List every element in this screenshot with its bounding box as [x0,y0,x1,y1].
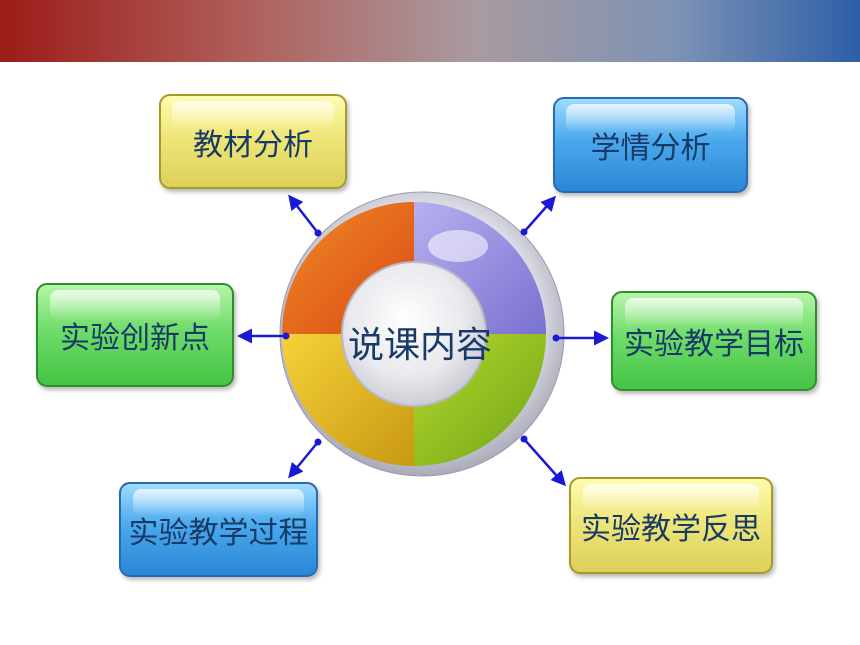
node-xueqing[interactable]: 学情分析 [553,97,748,193]
arrow-dot [552,334,560,342]
node-label: 实验教学目标 [624,327,804,362]
arrow-dot [314,438,322,446]
node-label: 实验教学过程 [128,515,309,551]
node-label: 实验教学反思 [581,511,761,547]
arrow-dot [282,332,290,340]
center-label: 说课内容 [347,325,492,366]
arrow-dot [314,229,322,237]
header-band [0,0,860,62]
arrow-to-fansi [523,438,566,487]
node-jiaocai[interactable]: 教材分析 [159,94,347,189]
ring-highlight [428,230,488,262]
node-label: 学情分析 [590,131,711,166]
arrow-dot [520,228,528,236]
ring-segment-green [414,334,546,466]
node-mubiao[interactable]: 实验教学目标 [611,291,817,391]
arrow-dot [520,435,528,443]
node-fansi[interactable]: 实验教学反思 [569,477,773,574]
node-label: 教材分析 [193,127,313,163]
arrow-to-xueqing [523,195,556,233]
ring-segment-yellow [282,334,414,466]
node-guocheng[interactable]: 实验教学过程 [119,482,318,577]
arrow-to-jiaocai [288,194,319,234]
inner-disc [341,261,487,407]
arrow-to-guocheng [288,441,319,479]
ring-segment-orange [282,202,414,334]
node-label: 实验创新点 [60,321,210,356]
node-chuangxin[interactable]: 实验创新点 [36,283,234,387]
